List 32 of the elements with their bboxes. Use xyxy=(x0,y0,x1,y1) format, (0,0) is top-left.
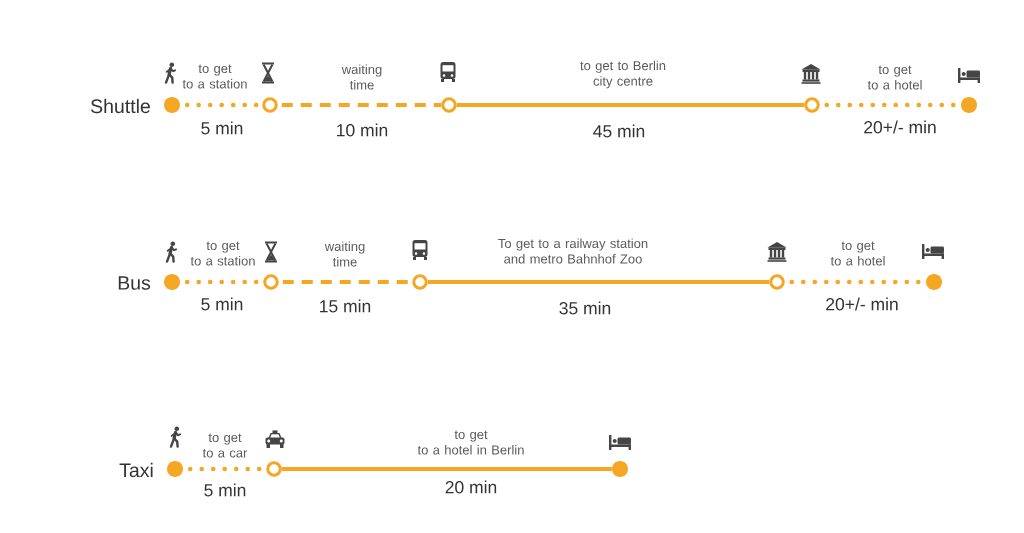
row-label: Shuttle xyxy=(90,98,150,114)
filled-circle xyxy=(164,274,180,290)
row-label: Bus xyxy=(118,276,151,290)
duration-label: 20+/- min xyxy=(826,297,898,311)
filled-circle xyxy=(164,97,180,113)
duration-label: 35 min xyxy=(559,301,611,315)
description-label: waiting time xyxy=(341,64,382,90)
description-label: to get to a car xyxy=(202,433,248,458)
filled-circle xyxy=(926,274,942,290)
row-label: Taxi xyxy=(119,462,153,478)
description-label: to get to a hotel in Berlin xyxy=(417,430,524,455)
filled-circle xyxy=(961,97,977,113)
duration-label: 45 min xyxy=(593,124,645,138)
description-label: To get to a railway station and metro Bahnhof Zoo xyxy=(498,238,648,264)
description-label: waiting time xyxy=(324,241,365,267)
duration-label: 20+/- min xyxy=(864,120,936,134)
description-label: to get to a station xyxy=(182,64,247,89)
description-label: to get to a station xyxy=(190,241,255,266)
duration-label: 5 min xyxy=(204,483,246,497)
description-label: to get to a hotel xyxy=(867,65,922,90)
filled-circle xyxy=(612,461,628,477)
description-label: to get to a hotel xyxy=(830,241,885,266)
solid-line xyxy=(281,467,612,471)
duration-label: 5 min xyxy=(201,297,243,311)
solid-line xyxy=(427,280,770,284)
duration-label: 20 min xyxy=(445,480,497,494)
duration-label: 15 min xyxy=(320,299,371,313)
solid-line xyxy=(456,103,805,107)
duration-label: 5 min xyxy=(201,121,243,135)
duration-label: 10 min xyxy=(337,123,388,137)
description-label: to get to Berlin city centre xyxy=(580,60,666,89)
filled-circle xyxy=(167,461,183,477)
